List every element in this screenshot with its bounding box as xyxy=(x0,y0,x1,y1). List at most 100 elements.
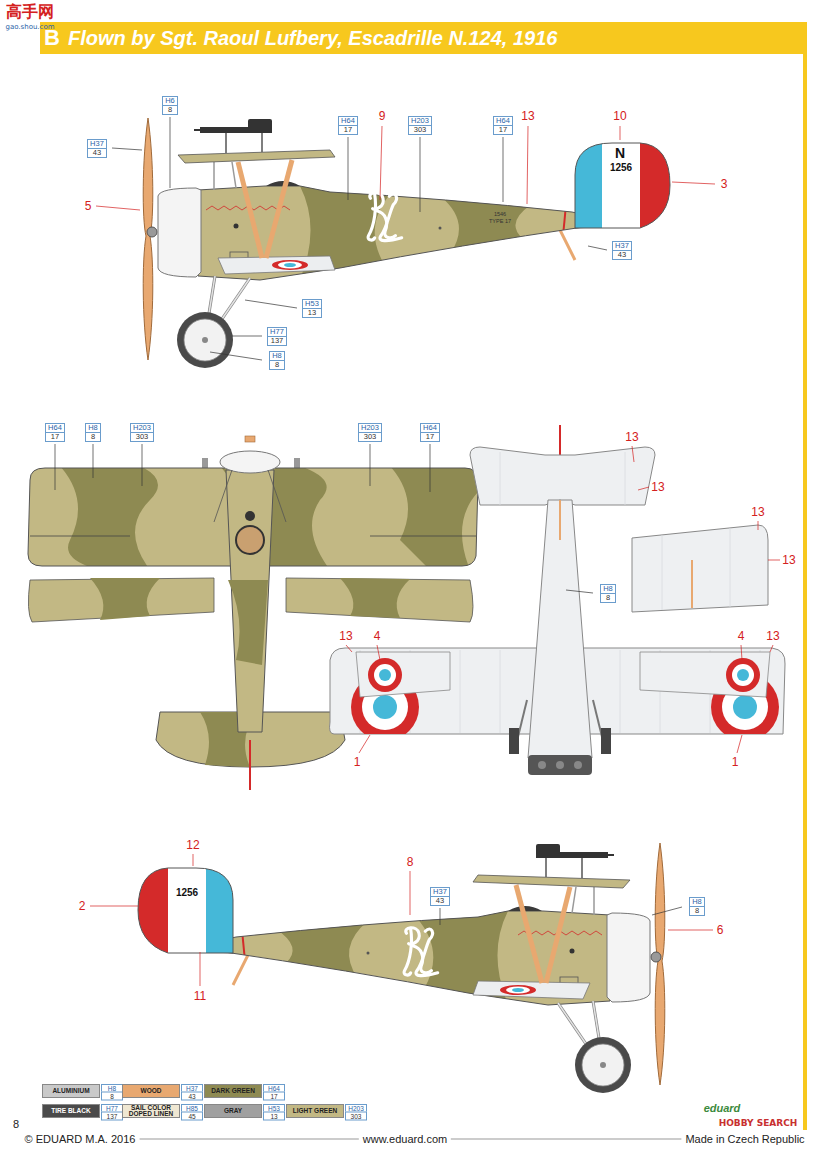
legend-item: ALUMINIUM xyxy=(42,1084,100,1098)
leader-line xyxy=(55,117,682,925)
side-view xyxy=(202,337,208,343)
top-view xyxy=(214,470,232,522)
paint-code: 17 xyxy=(263,1092,285,1101)
callout-leader xyxy=(90,906,138,907)
paint-code: 13 xyxy=(263,1112,285,1121)
leader-line xyxy=(232,336,262,337)
paint-code-box: H3743 xyxy=(612,241,632,260)
side-view xyxy=(266,160,292,258)
callout-leader xyxy=(527,126,528,204)
callout-number: 6 xyxy=(717,923,724,937)
legend-text: TIRE BLACK xyxy=(51,1108,90,1115)
paint-code: 43 xyxy=(613,250,631,259)
title: Flown by Sgt. Raoul Lufbery, Escadrille … xyxy=(68,27,557,50)
callout-leader xyxy=(620,126,621,140)
side-view xyxy=(298,186,566,284)
callout-leader xyxy=(737,735,742,753)
bottom-view xyxy=(500,650,501,733)
monogram xyxy=(368,193,402,241)
paint-code-box: H6417 xyxy=(420,423,440,442)
logo-text: eduard xyxy=(704,1102,741,1114)
callout-leader xyxy=(380,126,382,200)
bottom-view xyxy=(379,669,391,681)
paint-code-box: H88 xyxy=(85,423,101,442)
paint-code-box: H5313 xyxy=(302,299,322,318)
paint-code-box: H203303 xyxy=(130,423,154,442)
marking-text: 1256 xyxy=(610,162,632,173)
callout-number: 10 xyxy=(613,109,626,123)
callout-leader xyxy=(410,871,411,915)
top-view xyxy=(340,578,410,618)
side-view xyxy=(234,224,239,229)
leader-line xyxy=(93,444,94,478)
side-view xyxy=(284,263,296,267)
callout-leader xyxy=(638,487,649,490)
frame xyxy=(803,22,807,1130)
stencil-text: TYPE 17 xyxy=(489,218,511,224)
paint-code: 137 xyxy=(268,336,286,345)
legend-item: GRAY xyxy=(204,1104,262,1118)
legend-item: LIGHT GREEN xyxy=(286,1104,344,1118)
leader-line xyxy=(142,444,143,486)
side-view xyxy=(248,119,272,129)
bottom-view xyxy=(732,664,754,686)
side-view xyxy=(570,140,675,232)
side-view xyxy=(177,312,233,368)
side-view xyxy=(143,118,153,360)
side-view xyxy=(261,133,263,152)
legend-text: LIGHT GREEN xyxy=(293,1108,337,1115)
leader-line xyxy=(210,352,262,360)
top-view xyxy=(236,526,264,554)
legend-swatch: SAIL COLOR DOPED LINEN xyxy=(122,1104,180,1118)
bottom-view xyxy=(460,650,461,733)
bottom-view xyxy=(574,761,582,769)
bottom-view xyxy=(330,425,786,775)
callout-number: 13 xyxy=(766,629,779,643)
paint-code: H64 xyxy=(421,424,439,432)
callout-number: 1 xyxy=(732,755,739,769)
bottom-view xyxy=(737,669,749,681)
bottom-view xyxy=(559,500,561,540)
bottom-view xyxy=(556,761,564,769)
side-view xyxy=(563,205,566,236)
bottom-view xyxy=(356,652,450,697)
paint-code: 45 xyxy=(181,1112,203,1121)
callout-number: 12 xyxy=(186,838,199,852)
callout-number: 13 xyxy=(651,480,664,494)
side-view xyxy=(272,260,308,270)
bottom-view xyxy=(368,658,402,692)
paint-code: H203 xyxy=(131,424,153,432)
callout-number: 13 xyxy=(782,553,795,567)
paint-code-box: H88 xyxy=(600,584,616,603)
paint-code: 13 xyxy=(303,308,321,317)
callout-number: 9 xyxy=(379,109,386,123)
paint-code: 17 xyxy=(494,125,512,134)
callout-leader xyxy=(770,645,773,652)
callout-leader xyxy=(741,645,742,660)
footer-text: Made in Czech Republic xyxy=(681,1133,808,1145)
paint-code: H53 xyxy=(303,300,321,308)
legend-text: WOOD xyxy=(141,1088,162,1095)
paint-code: 17 xyxy=(46,432,64,441)
paint-code: 8 xyxy=(163,105,177,114)
leader-line xyxy=(588,246,607,250)
paint-code-box: H203303 xyxy=(358,423,382,442)
bottom-view xyxy=(730,528,731,607)
leader-line xyxy=(55,444,56,490)
marking-text: 1256 xyxy=(176,887,198,898)
callout-number: 5 xyxy=(85,199,92,213)
watermark: HOBBY SEARCH xyxy=(719,1118,798,1128)
paint-code: 43 xyxy=(88,148,106,157)
bottom-view xyxy=(691,560,693,608)
legend-text: ALUMINIUM xyxy=(52,1088,89,1095)
paint-code: H203 xyxy=(359,424,381,432)
stencil-text: 1546 xyxy=(494,211,506,217)
side-view xyxy=(133,843,665,1093)
leader-line xyxy=(420,137,421,212)
legend-swatch: GRAY xyxy=(204,1104,262,1118)
footer-text: www.eduard.com xyxy=(359,1133,451,1145)
top-view xyxy=(30,536,130,537)
paint-code: H37 xyxy=(613,242,631,250)
callout-leader xyxy=(632,446,634,462)
